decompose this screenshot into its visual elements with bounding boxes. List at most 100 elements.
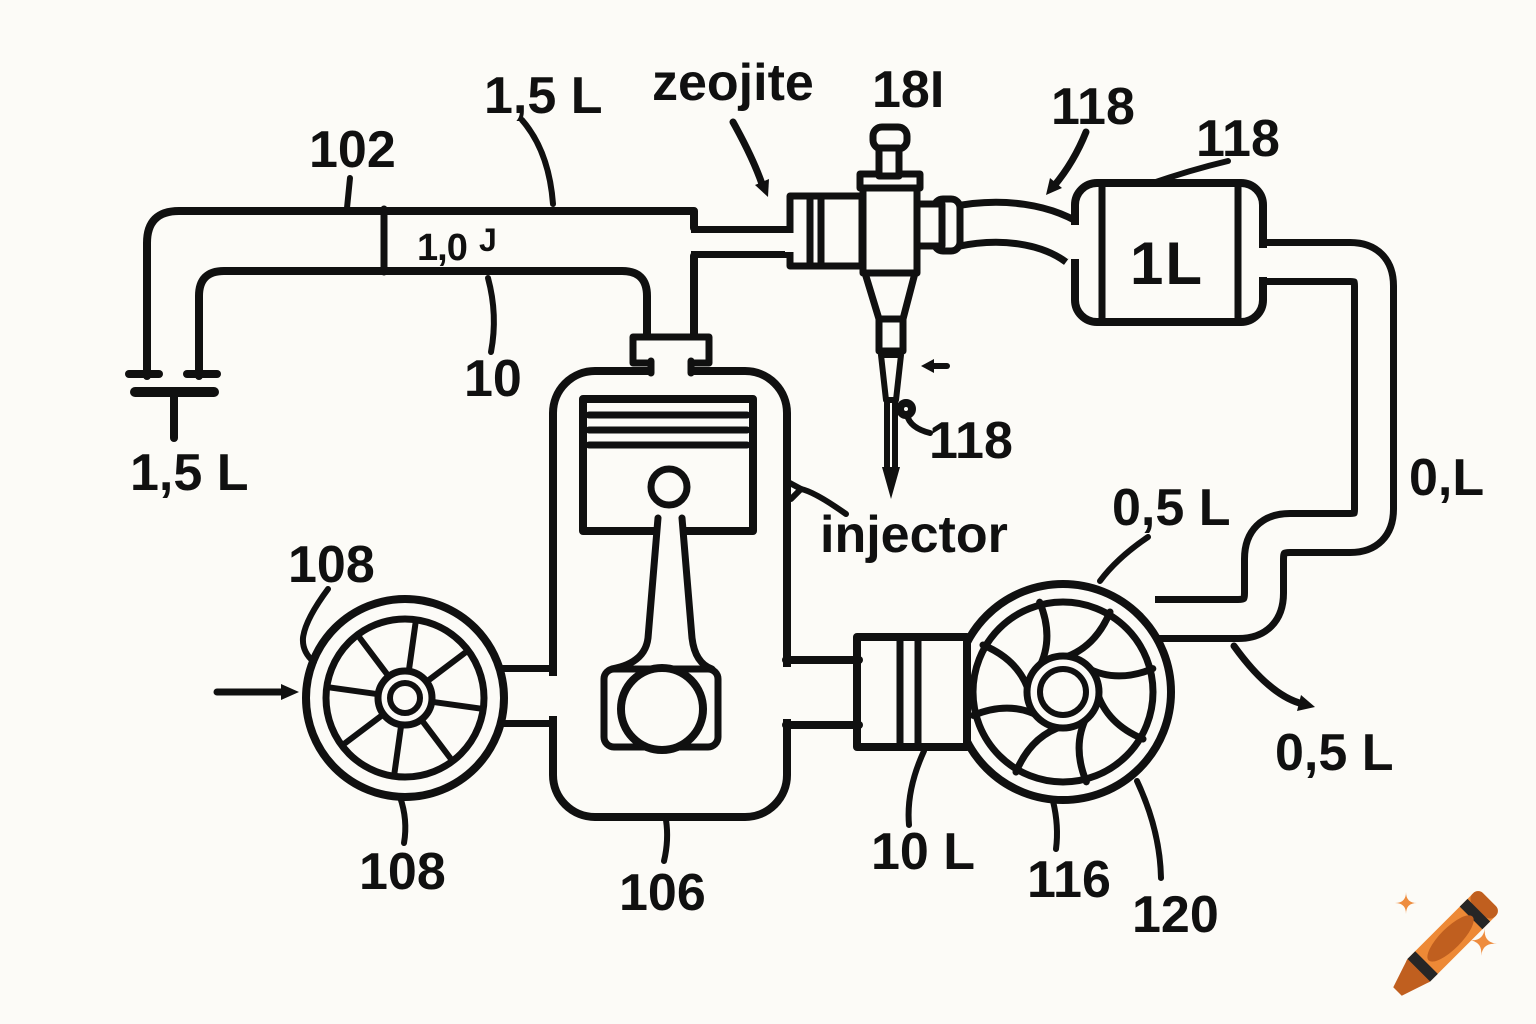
label-box-value-sup: J	[479, 222, 497, 258]
label-vol-pipe-right: 0,L	[1409, 449, 1484, 507]
leader-118-needle	[904, 412, 933, 436]
intake-pipe-inner-edge	[195, 267, 651, 380]
piston-body	[579, 395, 757, 535]
outflow-arrow-shaft	[1230, 642, 1307, 708]
fan-hub-bore	[387, 680, 423, 716]
injector-nozzle-holder	[875, 315, 907, 355]
injector-mount-flange	[786, 192, 866, 270]
crayon-stripe-front	[1407, 951, 1438, 982]
leader-108-lower	[397, 794, 409, 846]
needle-tip	[882, 467, 900, 499]
intake-pipe-outer-edge	[143, 207, 698, 380]
turbine-hub-bore	[1037, 666, 1089, 718]
zeolite-canister	[1069, 179, 1271, 326]
connecting-rod-right-edge	[678, 514, 716, 673]
label-box-value: 1,0	[417, 227, 467, 269]
label-106: 106	[619, 864, 706, 922]
turbocharger-turbine	[951, 580, 1175, 804]
label-118-pipe: 118	[1051, 78, 1135, 136]
fan-spoke	[340, 713, 385, 748]
inj-can-pipe-core	[949, 205, 1088, 260]
fan-hub	[374, 667, 436, 729]
fan-spokes	[325, 618, 485, 778]
leader-118-canister	[1147, 158, 1231, 187]
intake-fan	[302, 595, 508, 801]
fan-spoke	[431, 699, 485, 712]
crank-journal	[617, 664, 707, 754]
leader-108-upper	[299, 586, 331, 665]
leaders-and-arrows	[213, 117, 1315, 881]
canister-outlet-s-pipe	[1145, 239, 1397, 642]
injector-to-canister-pipe	[948, 198, 1092, 266]
label-vol-inlet-top: 1,5 L	[484, 67, 603, 125]
zeolite-arrow-shaft	[729, 118, 766, 188]
fan-spoke	[406, 618, 419, 672]
label-10: 10	[464, 350, 522, 408]
flange-pipe-opening	[785, 233, 798, 252]
zeolite-arrowhead	[755, 179, 769, 197]
outflow-arrowhead	[1297, 695, 1315, 711]
needle-taper	[878, 352, 904, 403]
sparkle-icon	[1395, 892, 1417, 914]
leader-106	[661, 817, 671, 864]
leader-116	[1050, 798, 1060, 852]
label-118-needle: 118	[929, 412, 1013, 470]
crayon-stripe-rear	[1459, 898, 1491, 930]
leader-vol-turbine-top	[1097, 534, 1151, 584]
label-zeolite: zeojite	[652, 54, 814, 112]
arrow-118-pipe-head	[1046, 178, 1062, 195]
injector-body	[859, 184, 921, 277]
label-vol-duct: 10 L	[871, 823, 975, 881]
fan-spoke	[425, 648, 470, 683]
crayon-logo	[1393, 891, 1498, 996]
label-vol-turbine-top: 0,5 L	[1112, 479, 1231, 537]
flange-engine-opening	[652, 357, 688, 377]
label-18i: 18I	[872, 61, 944, 119]
leader-vol-inlet-top	[519, 117, 556, 207]
crayon-label-ellipse	[1427, 915, 1474, 962]
fan-spoke	[325, 684, 379, 697]
canister-outlet-opening	[1257, 248, 1271, 277]
leader-10	[485, 275, 497, 355]
fan-inner-rim	[322, 615, 488, 781]
needle-flow-arrowhead	[921, 359, 934, 373]
connecting-rod-left-edge	[608, 514, 662, 673]
engine-intake-flange	[629, 333, 713, 377]
label-118-canister: 118	[1196, 110, 1280, 168]
label-120: 120	[1132, 886, 1219, 944]
fan-spoke	[355, 633, 390, 678]
piston-assembly	[579, 395, 757, 754]
label-injector: injector	[820, 506, 1008, 564]
wrist-pin	[647, 465, 691, 509]
injector-top-stem	[875, 144, 903, 180]
label-108-lower: 108	[359, 843, 446, 901]
inlet-block-outline	[853, 633, 971, 751]
intake-pipe	[125, 205, 698, 442]
fan-inflow-arrowhead	[281, 684, 299, 700]
arrow-118-pipe-shaft	[1050, 128, 1090, 190]
turbine-inner-rim	[969, 598, 1157, 786]
engine-right-duct-opening	[779, 667, 796, 719]
crayon-butt	[1470, 891, 1498, 919]
leader-10L	[905, 748, 927, 828]
injector-assembly	[785, 123, 964, 499]
fan-spoke	[420, 718, 455, 763]
injector-lower-taper	[861, 269, 919, 323]
leader-120	[1134, 778, 1164, 881]
label-vol-outflow: 0,5 L	[1275, 724, 1394, 782]
label-102: 102	[309, 121, 396, 179]
crayon-tip	[1393, 958, 1431, 996]
label-canister-volume: 1L	[1130, 230, 1204, 297]
fan-spoke	[391, 724, 404, 778]
sparkle-icon	[1469, 928, 1497, 956]
engine-left-duct-opening	[545, 676, 563, 716]
label-116: 116	[1027, 851, 1111, 909]
leader-102	[344, 175, 353, 211]
s-pipe-core	[1145, 246, 1390, 635]
crayon-icon	[1393, 891, 1498, 996]
label-108-upper: 108	[288, 536, 375, 594]
figure-labels: 102 1,5 L zeojite 18I 118 118 1L 1,0 J 1…	[130, 54, 1484, 944]
label-vol-inlet-bottom: 1,5 L	[130, 444, 249, 502]
